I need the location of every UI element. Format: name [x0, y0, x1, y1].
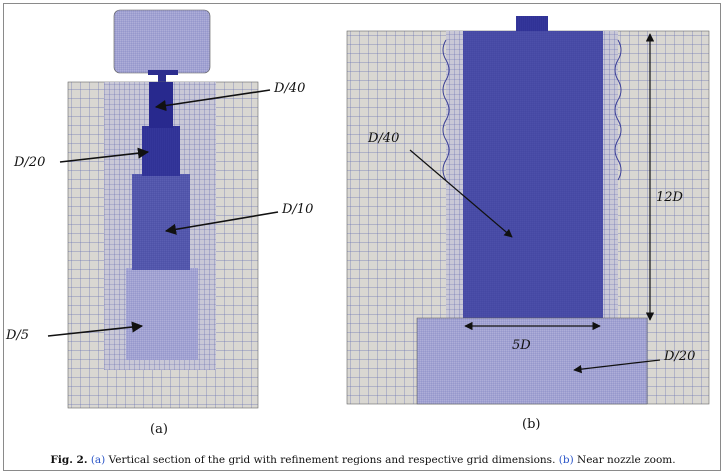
arrow-d40-a — [154, 89, 271, 112]
transition-left-b — [442, 39, 450, 181]
transition-right-b — [614, 39, 622, 181]
nozzle-stem — [158, 74, 166, 82]
caption-ref-a[interactable]: (a) — [90, 454, 106, 466]
label-height-b: 12D — [656, 190, 684, 205]
label-width-b: 5D — [512, 338, 531, 353]
region-d20-b — [416, 317, 648, 405]
nozzle-tip-b — [516, 16, 548, 32]
caption-ref-b[interactable]: (b) — [558, 454, 574, 466]
arrow-d40-b — [409, 149, 513, 238]
nozzle-cap — [148, 70, 178, 75]
arrow-d5-a — [47, 321, 144, 337]
caption-fig-number: Fig. 2. — [50, 454, 88, 466]
sublabel-b: (b) — [522, 417, 540, 432]
arrow-d20-b — [573, 359, 661, 374]
label-d20-b: D/20 — [663, 349, 695, 364]
plenum-box — [113, 9, 211, 74]
label-d40-b: D/40 — [367, 131, 399, 146]
arrow-d10-a — [164, 211, 279, 235]
region-d10 — [132, 174, 190, 270]
label-d10-a: D/10 — [281, 202, 313, 217]
label-d40-a: D/40 — [273, 81, 305, 96]
label-d20-a: D/20 — [13, 155, 45, 170]
label-d5-a: D/5 — [5, 328, 29, 343]
caption-text-a: Vertical section of the grid with refine… — [108, 454, 556, 466]
region-d40-b-grid — [463, 31, 603, 321]
arrow-d20-a — [59, 147, 150, 163]
region-d5 — [126, 268, 198, 360]
panel-a-mesh — [67, 9, 259, 409]
figure-caption: Fig. 2. (a) Vertical section of the grid… — [0, 454, 726, 466]
sublabel-a: (a) — [150, 422, 168, 437]
region-d20 — [142, 126, 180, 176]
caption-text-b: Near nozzle zoom. — [577, 454, 676, 466]
panel-b-annotations: D/40 12D 5D D/20 (b) — [367, 33, 695, 432]
panel-a-annotations: D/40 D/20 D/10 D/5 (a) — [5, 81, 313, 437]
